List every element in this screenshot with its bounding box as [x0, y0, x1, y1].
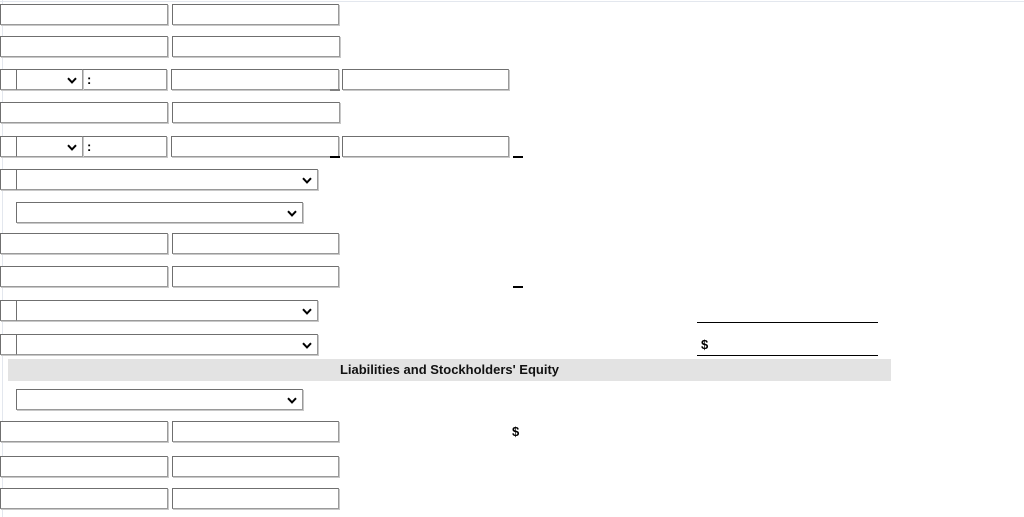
colon-separator-5: :	[87, 139, 92, 154]
amount-input-14[interactable]	[171, 456, 339, 477]
page-top-border	[0, 1, 1024, 2]
amount-input-9[interactable]	[171, 266, 339, 287]
colon-separator-3: :	[87, 72, 92, 87]
account-select-wrapper-11[interactable]	[16, 334, 318, 355]
prefix-select-wrapper-5[interactable]	[16, 136, 83, 157]
account-select-6[interactable]	[16, 169, 318, 190]
table-row	[0, 300, 1024, 324]
prefix-select-3[interactable]	[16, 69, 83, 90]
account-name-input-2[interactable]	[0, 36, 168, 57]
subamount-input-2[interactable]	[171, 36, 340, 57]
account-select-10[interactable]	[16, 300, 318, 321]
table-row: $	[0, 421, 1024, 445]
table-row: $	[0, 334, 1024, 361]
page-left-border	[2, 0, 3, 517]
account-select-12[interactable]	[16, 389, 303, 410]
account-name-input-9[interactable]	[0, 266, 168, 287]
table-row: :	[0, 69, 1024, 93]
dollar-sign-11: $	[701, 337, 709, 352]
subtotal-rule-10	[697, 322, 878, 323]
table-row	[0, 233, 1024, 257]
table-row	[0, 456, 1024, 480]
account-name-input-8[interactable]	[0, 233, 168, 254]
amount-input-1[interactable]	[171, 4, 339, 25]
prefix-select-5[interactable]	[16, 136, 83, 157]
section-header-liabilities-equity: Liabilities and Stockholders' Equity	[8, 359, 891, 381]
table-row: :	[0, 136, 1024, 160]
account-select-7[interactable]	[16, 202, 303, 223]
account-select-11[interactable]	[16, 334, 318, 355]
amount-input-8[interactable]	[171, 233, 339, 254]
table-row	[0, 4, 1024, 28]
account-name-input-14[interactable]	[0, 456, 168, 477]
subtotal-tick-9	[513, 286, 523, 288]
table-row	[0, 169, 1024, 193]
subamount-input-4[interactable]	[171, 102, 340, 123]
account-name-input-4[interactable]	[0, 102, 168, 123]
account-select-wrapper-12[interactable]	[16, 389, 303, 410]
subtotal-tick-5b	[513, 156, 523, 158]
table-row	[0, 488, 1024, 512]
prefix-select-wrapper-3[interactable]	[16, 69, 83, 90]
account-select-wrapper-10[interactable]	[16, 300, 318, 321]
dollar-sign-13: $	[512, 424, 520, 439]
account-select-wrapper-7[interactable]	[16, 202, 303, 223]
account-name-input-13[interactable]	[0, 421, 168, 442]
account-select-wrapper-6[interactable]	[16, 169, 318, 190]
table-row	[0, 36, 1024, 60]
table-row	[0, 266, 1024, 290]
subtotal-tick-5a	[330, 156, 340, 158]
account-name-input-1[interactable]	[0, 4, 168, 25]
table-row	[0, 389, 1024, 413]
amount-input-15[interactable]	[171, 488, 339, 509]
subtotal-tick-3	[330, 89, 340, 91]
amount-input-3[interactable]	[342, 69, 510, 90]
subamount-input-5[interactable]	[170, 136, 339, 157]
subamount-input-3[interactable]	[170, 69, 339, 90]
table-row	[0, 202, 1024, 226]
amount-input-13[interactable]	[171, 421, 339, 442]
account-name-input-15[interactable]	[0, 488, 168, 509]
amount-input-5[interactable]	[342, 136, 510, 157]
table-row	[0, 102, 1024, 126]
